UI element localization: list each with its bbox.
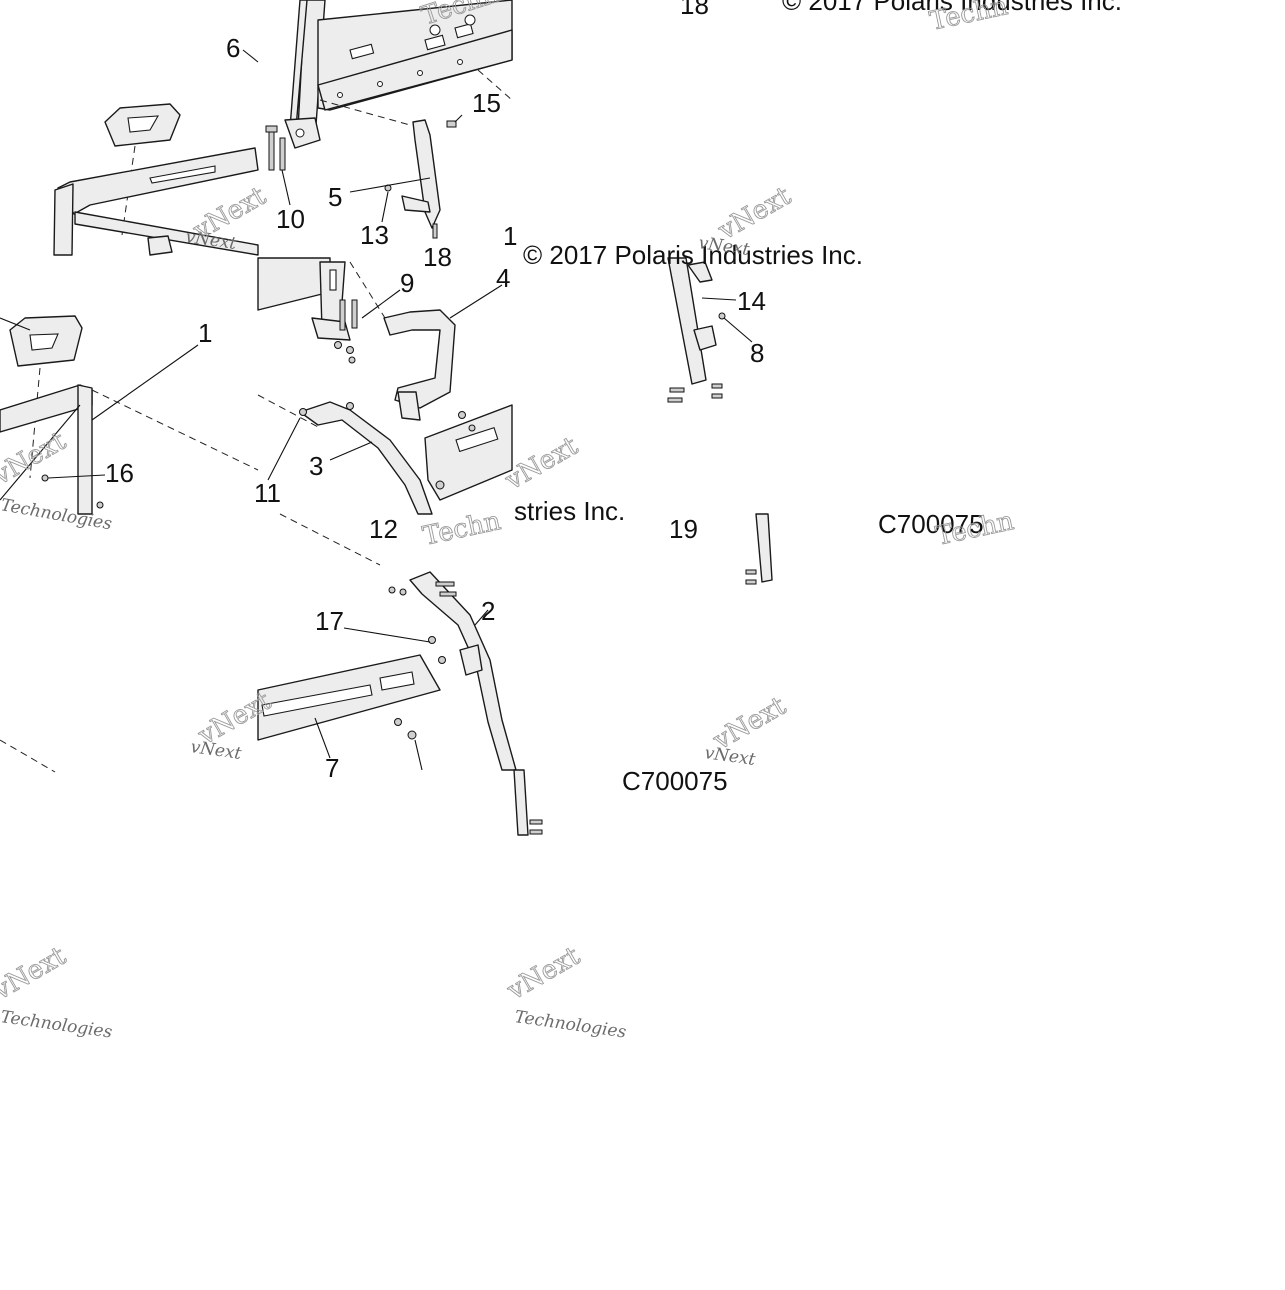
- callout-17: 17: [315, 606, 344, 636]
- copyright-top: © 2017 Polaris Industries Inc.: [782, 0, 1122, 16]
- callout-3: 3: [309, 451, 323, 481]
- callout-18: 18: [423, 242, 452, 272]
- callout-16: 16: [105, 458, 134, 488]
- callout-9: 9: [400, 268, 414, 298]
- callout-18-top: 18: [680, 0, 709, 20]
- side-tube: [667, 257, 707, 385]
- callout-12: 12: [369, 514, 398, 544]
- trim-pad-logo: [127, 115, 159, 133]
- document-marks: © 2017 Polaris Industries Inc. © 2017 Po…: [514, 0, 1122, 796]
- frame-post: [53, 183, 74, 256]
- diagram-code-partial: C700075: [622, 766, 728, 796]
- watermark-big-11: vNext: [0, 941, 71, 1007]
- callout-10: 10: [276, 204, 305, 234]
- callout-11: 11: [254, 478, 281, 508]
- callout-7: 7: [325, 753, 339, 783]
- roll-bar-arch: [299, 401, 433, 515]
- watermark-big-12: vNext: [502, 941, 586, 1007]
- callout-4: 4: [496, 263, 510, 293]
- watermark-big-8: vNext: [0, 426, 71, 492]
- watermark-big-3: Techn: [420, 506, 504, 552]
- copyright-middle: © 2017 Polaris Industries Inc.: [523, 240, 863, 270]
- watermark-big-10: vNext: [708, 691, 792, 757]
- callout-19: 19: [669, 514, 698, 544]
- tile-rear-roll-bar: [257, 257, 513, 515]
- callout-15: 15: [472, 88, 501, 118]
- watermark-3: Technologies: [0, 495, 114, 534]
- callout-6: 6: [226, 33, 240, 63]
- diagram-code: C700075: [878, 509, 984, 539]
- callout-labels: 6 18 15 5 10 13 18 1 9 4 14 8 1 3 16 11 …: [105, 0, 766, 783]
- callout-5: 5: [328, 182, 342, 212]
- watermark-7: Technologies: [513, 1007, 627, 1043]
- tile-side-tube: [667, 257, 773, 585]
- callout-1: 1: [198, 318, 212, 348]
- callout-1-top: 1: [503, 221, 517, 251]
- roll-bar-section: [383, 309, 456, 409]
- tile-left-frame: [0, 315, 259, 515]
- front-pillar: [409, 571, 517, 771]
- watermark-6: Technologies: [0, 1007, 114, 1043]
- tile-upright-bracket: [265, 0, 513, 239]
- tile-front-pillar: [0, 513, 543, 836]
- callout-14: 14: [737, 286, 766, 316]
- watermark-big-7: vNext: [713, 181, 797, 247]
- tile-rear-frame-corner: [53, 49, 259, 256]
- callout-13: 13: [360, 220, 389, 250]
- callout-2: 2: [481, 596, 495, 626]
- callout-8: 8: [750, 338, 764, 368]
- watermark-big-1: Techn: [927, 0, 1011, 37]
- copyright-partial: stries Inc.: [514, 496, 625, 526]
- watermarks: vNext vNext Technologies vNext vNext Tec…: [0, 0, 1017, 1043]
- grab-bar: [412, 119, 441, 229]
- watermark-big-9: vNext: [193, 686, 277, 752]
